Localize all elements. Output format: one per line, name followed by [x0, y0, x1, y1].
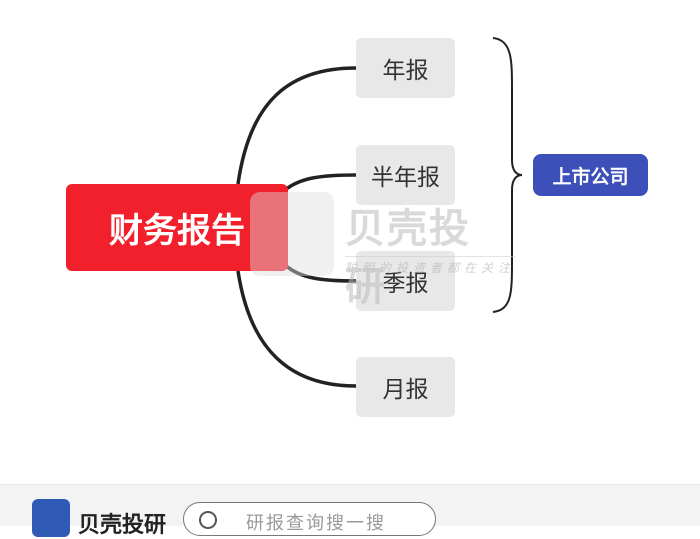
group-label: 上市公司 — [533, 154, 648, 196]
connector-monthly — [236, 270, 357, 388]
brand-name[interactable]: 贝壳投研 — [78, 513, 167, 538]
central-node: 财务报告 — [66, 184, 288, 271]
branch-node-quarterly: 季报 — [356, 251, 455, 311]
branch-node-annual: 年报 — [356, 38, 455, 98]
search-input[interactable]: 研报查询搜一搜 — [183, 502, 436, 536]
group-brace — [492, 37, 523, 313]
branch-node-monthly: 月报 — [356, 357, 455, 417]
footer-bar: 贝壳投研 研报查询搜一搜 — [0, 484, 700, 538]
connector-semiannual — [283, 173, 357, 192]
connector-annual — [236, 66, 357, 185]
search-placeholder: 研报查询搜一搜 — [246, 513, 386, 534]
connector-lines — [236, 37, 523, 388]
search-icon — [199, 511, 217, 529]
connector-quarterly — [283, 263, 357, 283]
brand-logo-icon[interactable] — [32, 499, 70, 537]
branch-node-semiannual: 半年报 — [356, 145, 455, 205]
